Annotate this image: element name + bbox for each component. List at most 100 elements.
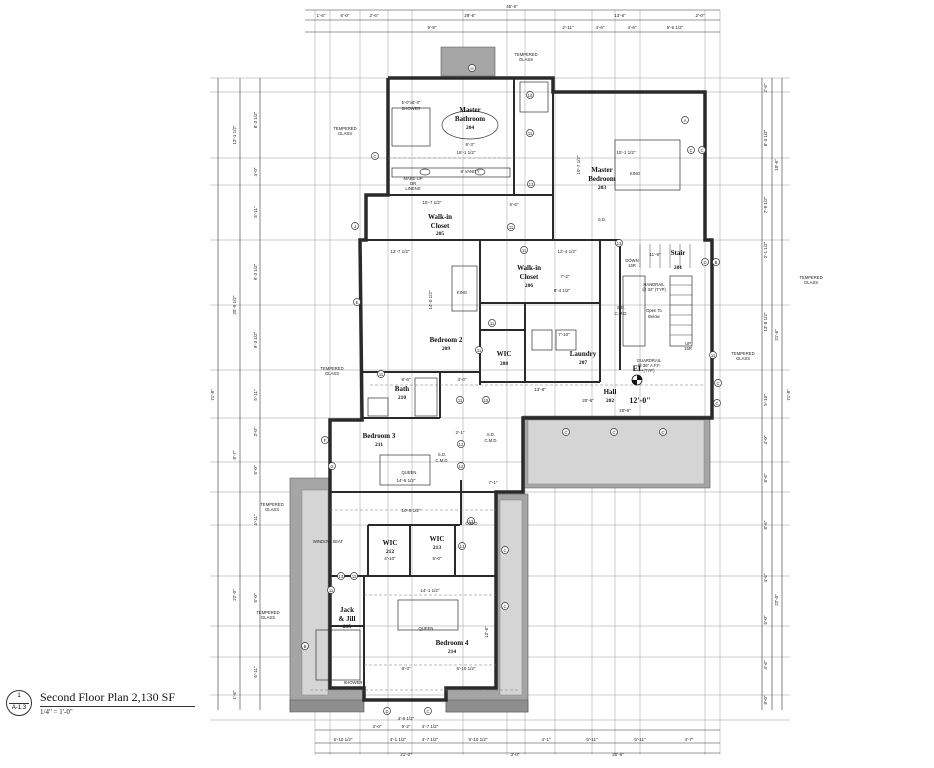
tag-a: A [684,118,687,123]
room-name-master-bath-2: Bathroom [455,115,485,123]
tag-13b: 13 [460,544,465,549]
dim-left-k: 5'-0" [253,465,258,474]
note-tempered-mb-2: GLASS [338,131,352,136]
dim-right-f: 13'-8 1/2" [763,312,768,331]
dimension-chains [217,9,783,754]
dim-mb-width: 16'-1 1/2" [457,150,476,155]
dim-laundry-w2: 8'-4 1/2" [554,288,571,293]
note-or: OR [410,181,416,186]
tag-11f: 11 [490,321,495,326]
tag-c10: C [689,148,692,153]
room-name-laundry: Laundry [570,350,597,358]
note-tempered-stair-2: GLASS [804,280,818,285]
tag-11g: 11 [458,398,463,403]
room-name-206-2: Closet [520,273,539,281]
note-cmd-hall: C.M.D. [484,438,497,443]
fixtures [315,81,693,681]
dim-bottom-l: 20'-6" [612,752,624,757]
dim-bottom-i: 4'-7" [685,737,694,742]
dim-bed3-width: 14'-6 1/2" [397,478,416,483]
tag-g: G [330,464,333,469]
tag-b2: B [715,260,718,265]
dim-mbr-width: 15'-1 1/2" [617,150,636,155]
tag-11j: 11 [711,353,716,358]
room-name-hall: Hall [604,388,617,396]
grid-tag-text: H 10 11 13 11 11 C J E 11 11 11 11 15 12… [304,66,720,714]
dims-right: 2'-6" 8'-3 1/2" 10'-6" 7'-8 1/2" 2'-1 1/… [763,83,791,704]
sheet-number: A-1.3 [11,705,27,711]
tag-j: J [354,224,356,229]
dim-bed4-a: 8'-3" [402,666,411,671]
plan-notes: TEMPERED GLASS TEMPERED GLASS TEMPERED G… [256,52,822,685]
room-number-201: 201 [674,265,683,271]
tag-c3: C [503,604,506,609]
tag-11c: 11 [522,248,527,253]
stair-treads [639,244,692,336]
note-sd-mbr: S.D. [598,217,606,222]
dim-mbr-depth: 10'-7 1/2" [576,155,581,174]
note-queen-b4: QUEEN [419,626,434,631]
drawing-number: 1 [17,693,21,699]
tag-11i: 11 [329,588,334,593]
room-name-wic-208: WIC [497,350,512,358]
tag-12: 12 [459,442,464,447]
note-tempered-top-2: GLASS [519,57,533,62]
dim-right-j: 8'-6" [763,473,768,482]
note-king-b2: KING [457,290,467,295]
room-number-206: 206 [525,283,534,289]
dim-left-p: 1'-6" [232,690,237,699]
tag-c6: C [715,401,718,406]
room-number-210: 210 [398,395,407,401]
room-name-master-bed-1: Master [591,166,612,174]
tag-13c: 13 [339,574,344,579]
tag-c2: C [503,548,506,553]
dim-right-c: 10'-6" [774,159,779,171]
dim-right-o: 4'-6" [763,660,768,669]
dim-bottom-e: 3'-0" [511,752,520,757]
note-tempered-jj-2: GLASS [261,615,275,620]
tag-11: 11 [528,131,533,136]
note-shower-size: 5'-0"x6'-0" [402,100,421,105]
dim-top-k: 13'-6" [614,13,626,18]
dim-bottom-k: 21'-0" [400,752,412,757]
room-number-204: 204 [466,125,475,131]
tag-d2: D [703,260,706,265]
tag-11h: 11 [352,574,357,579]
dim-left-d: 5'-11" [253,206,258,218]
dim-bed4-width: 14'-1 1/2" [421,588,440,593]
note-handrail-h: @ 34" (TYP) [642,287,666,292]
dim-bottom-m: 4'-5 1/2" [398,716,415,721]
dim-mb-small2: 5'-6" [510,202,519,207]
dim-bed4-b: 5'-10 1/2" [457,666,476,671]
dim-top-e: 2'-11" [562,25,574,30]
interior-walls [330,78,621,688]
note-queen-b3: QUEEN [402,470,417,475]
tag-11d: 11 [379,372,384,377]
dim-left-n: 5'-0" [253,593,258,602]
dim-bottom-b: 4'-1 1/2" [390,737,407,742]
room-name-wic-212: WIC [383,539,398,547]
dimension-text: 45'-6" 1'-6" 6'-0" 2'-6" 29'-6" 2'-11" 4… [210,4,791,757]
dim-wic213-width: 5'-0" [433,556,442,561]
dim-left-f: 9'-3 1/2" [253,263,258,280]
note-sd-stair: S.D. [617,305,625,310]
dim-right-p: 8'-0" [763,695,768,704]
dim-top-i: 2'-0" [696,13,705,18]
tag-15: 15 [484,398,489,403]
dim-left-j: 8'-7" [232,450,237,459]
tag-h: H [470,66,473,71]
room-name-jack-jill-1: Jack [340,606,354,614]
note-tempered-b3-2: GLASS [265,507,279,512]
note-up: UP [685,341,691,346]
tag-c4: C [426,709,429,714]
room-name-bath-210: Bath [395,385,410,393]
room-name-bedroom-2: Bedroom 2 [430,336,463,344]
note-shower: SHOWER [402,106,421,111]
room-number-212: 212 [386,549,395,555]
dim-wic212-width: 4'-10" [384,556,396,561]
note-window-seat: WINDOW SEAT [313,539,344,544]
drawing-scale: 1/4" = 1'-0" [40,708,73,716]
room-number-213: 213 [433,545,442,551]
dim-hall-depth: 13'-8" [534,387,546,392]
tag-c11: C [700,148,703,153]
